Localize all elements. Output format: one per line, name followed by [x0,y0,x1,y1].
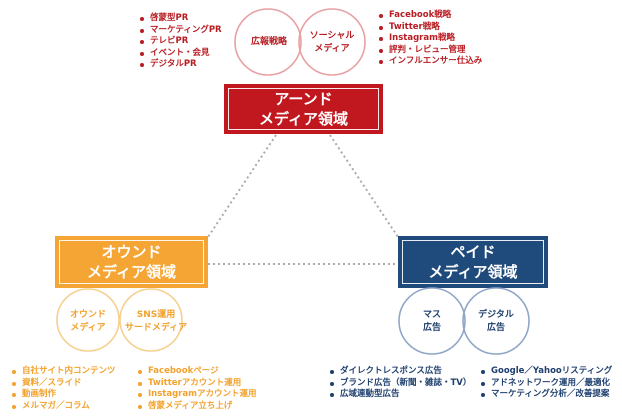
earned-title-line2: メディア領域 [259,110,348,128]
owned-venn-circle-left [56,288,120,352]
list-item: 啓蒙メディア立ち上げ [138,401,256,413]
list-item: Twitterアカウント運用 [138,378,256,390]
paid-venn-label-left: マス 広告 [403,309,461,335]
list-item: テレビPR [140,36,222,48]
paid-venn [398,287,530,355]
paid-venn-right-text-2: 広告 [486,323,505,333]
list-item: メルマガ／コラム [12,401,116,413]
owned-venn [56,288,183,352]
paid-venn-label-right: デジタル 広告 [467,309,525,335]
earned-venn-right-text-2: メディア [314,44,350,54]
list-item: 自社サイト内コンテンツ [12,366,116,378]
list-item: Facebookページ [138,366,256,378]
earned-venn-right-text-1: ソーシャル [309,31,355,41]
paid-media-box: ペイド メディア領域 [398,236,548,288]
list-item: デジタルPR [140,59,222,71]
owned-venn-left-text-2: メディア [70,323,106,333]
owned-title-line2: メディア領域 [87,263,176,281]
earned-venn-label-right: ソーシャル メディア [303,30,361,56]
list-item: 資料／スライド [12,378,116,390]
list-item: 広域連動型広告 [330,389,471,401]
list-item: インフルエンサー仕込み [379,56,482,68]
earned-venn [234,8,366,76]
list-item: アドネットワーク運用／最適化 [481,378,612,390]
owned-venn-label-right: SNS運用 サードメディア [118,309,194,335]
owned-media-box: オウンド メディア領域 [55,236,208,288]
paid-venn-left-text-1: マス [422,310,441,320]
list-item: Instagramアカウント運用 [138,389,256,401]
paid-title-line1: ペイド [450,243,496,261]
earned-title-line1: アーンド [274,90,333,108]
owned-venn-left-text-1: オウンド [69,310,106,320]
paid-venn-left-text-2: 広告 [422,323,441,333]
paid-title-line2: メディア領域 [428,263,518,281]
paid-venn-right-text-1: デジタル [478,310,514,320]
connector-earned-paid [329,134,399,238]
owned-venn-right-text-1: SNS運用 [136,310,176,320]
earned-venn-label-left: 広報戦略 [240,36,298,49]
list-item: マーケティング分析／改善提案 [481,389,612,401]
paid-list-col1: ダイレクトレスポンス広告 ブランド広告（新聞・雑誌・TV） 広域連動型広告 [330,366,471,401]
earned-left-list: 啓蒙型PR マーケティングPR テレビPR イベント・会見 デジタルPR [140,13,222,71]
earned-venn-circle-left [234,8,302,76]
list-item: 評判・レビュー管理 [379,45,482,57]
owned-list-col1: 自社サイト内コンテンツ 資料／スライド 動画制作 メルマガ／コラム [12,366,116,412]
list-item: Facebook戦略 [379,10,482,22]
earned-right-list: Facebook戦略 Twitter戦略 Instagram戦略 評判・レビュー… [379,10,482,68]
owned-venn-label-left: オウンド メディア [59,309,117,335]
list-item: ダイレクトレスポンス広告 [330,366,471,378]
earned-venn-circle-right [298,8,366,76]
list-item: マーケティングPR [140,25,222,37]
earned-venn-left-text: 広報戦略 [250,37,287,47]
connector-earned-owned [207,134,277,238]
list-item: Twitter戦略 [379,22,482,34]
paid-list-col2: Google／Yahooリスティング アドネットワーク運用／最適化 マーケティン… [481,366,612,401]
owned-venn-right-text-2: サードメディア [124,323,188,333]
paid-venn-circle-right [462,287,530,355]
list-item: 啓蒙型PR [140,13,222,25]
list-item: ブランド広告（新聞・雑誌・TV） [330,378,471,390]
owned-list-col2: Facebookページ Twitterアカウント運用 Instagramアカウン… [138,366,256,412]
list-item: Instagram戦略 [379,33,482,45]
list-item: Google／Yahooリスティング [481,366,612,378]
paid-venn-circle-left [398,287,466,355]
owned-title-line1: オウンド [101,243,162,261]
list-item: 動画制作 [12,389,116,401]
earned-media-box: アーンド メディア領域 [224,84,383,134]
list-item: イベント・会見 [140,48,222,60]
owned-venn-circle-right [119,288,183,352]
